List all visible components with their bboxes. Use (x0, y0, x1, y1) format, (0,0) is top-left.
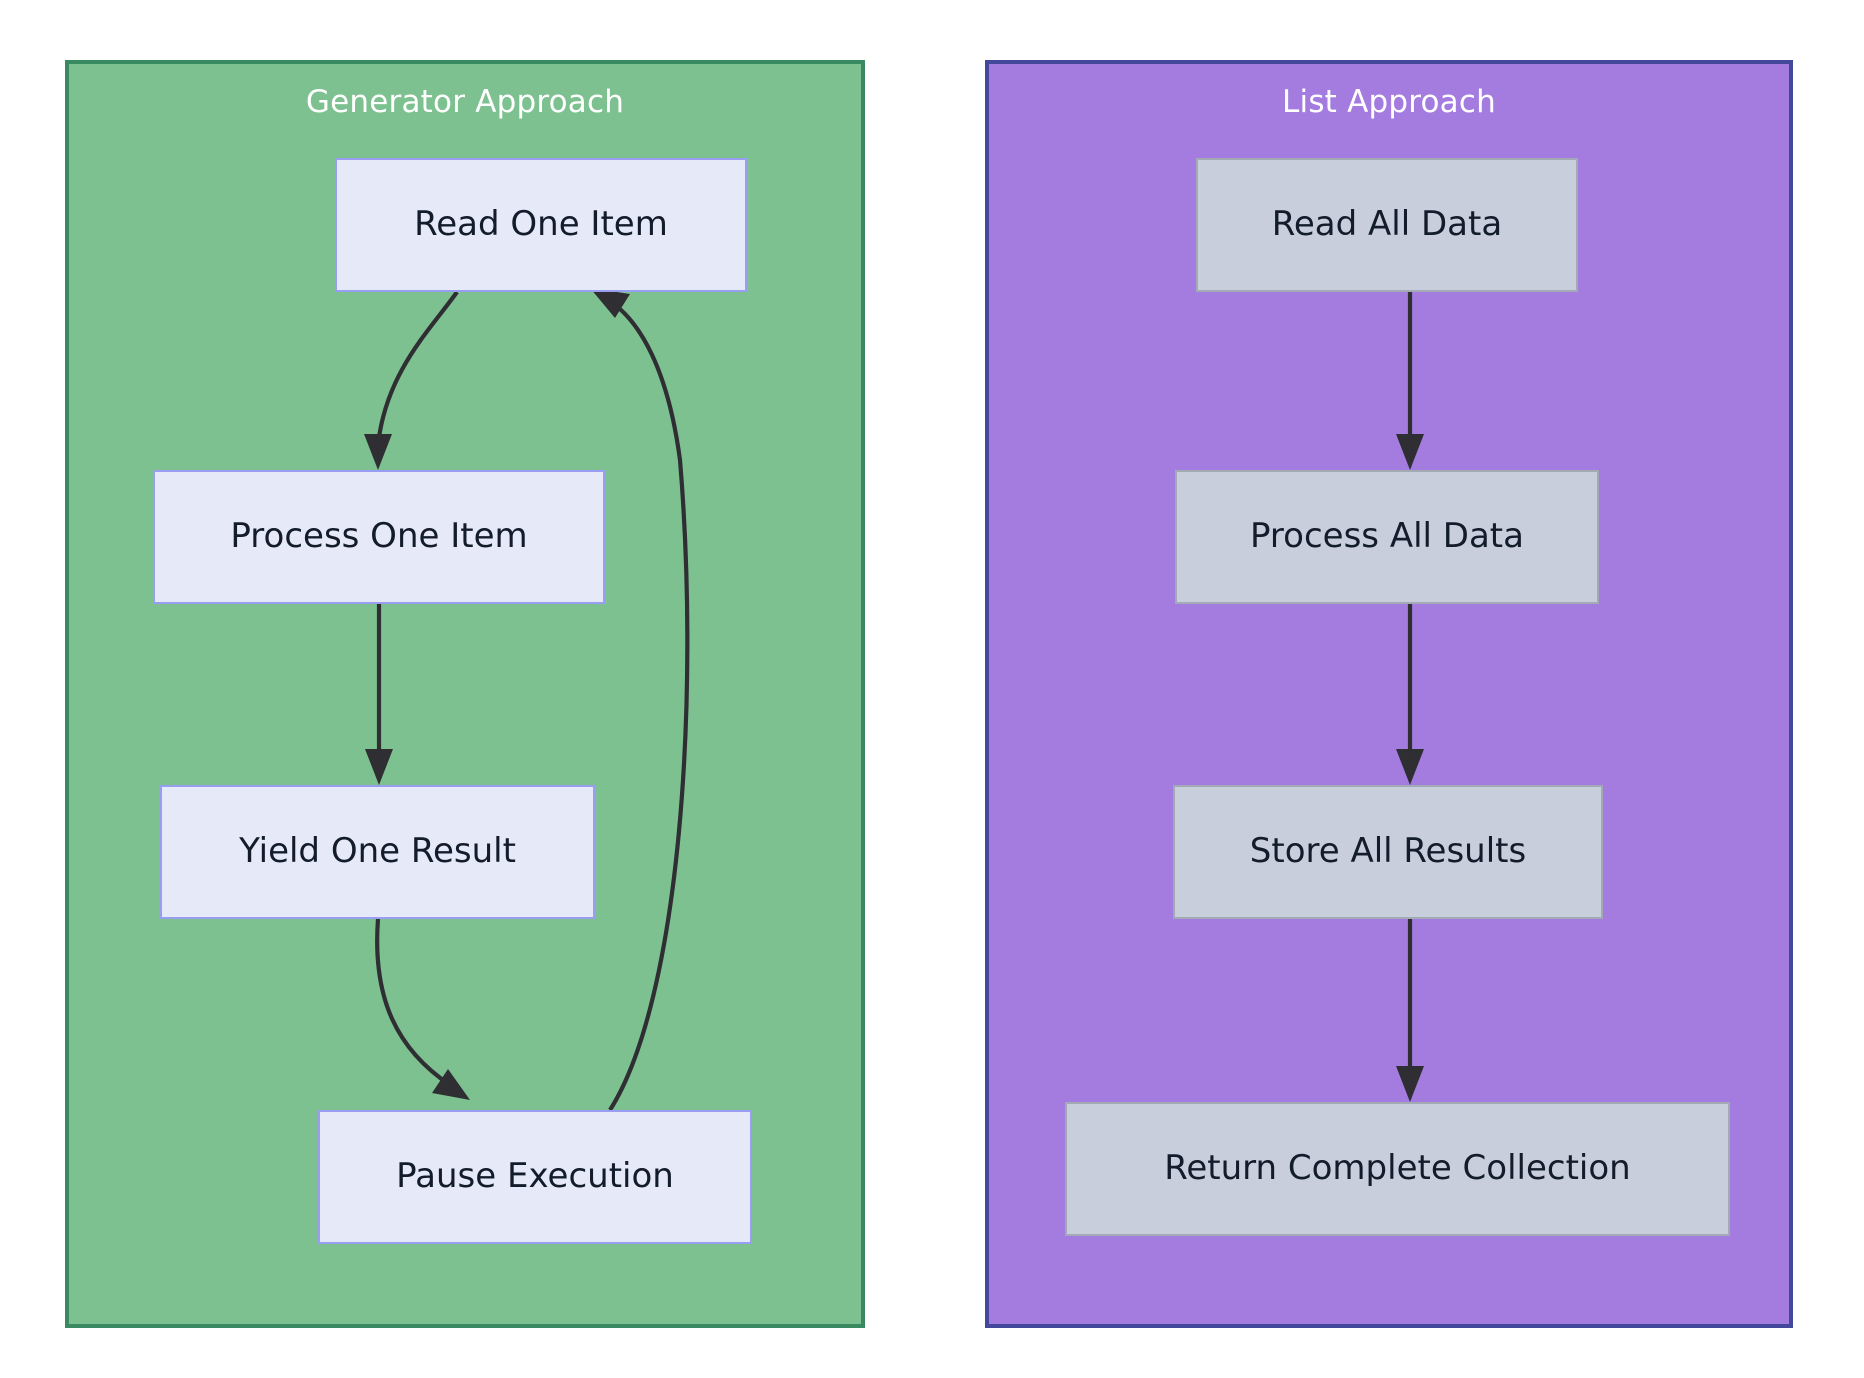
node-process-all-data[interactable]: Process All Data (1175, 470, 1599, 604)
node-yield-one-result[interactable]: Yield One Result (160, 785, 595, 919)
node-pause-execution[interactable]: Pause Execution (318, 1110, 752, 1244)
node-label: Process All Data (1250, 516, 1524, 557)
node-label: Return Complete Collection (1164, 1148, 1631, 1189)
node-label: Read One Item (414, 204, 668, 245)
node-label: Yield One Result (239, 831, 516, 872)
node-label: Pause Execution (396, 1156, 674, 1197)
node-label: Store All Results (1249, 831, 1527, 872)
node-process-one-item[interactable]: Process One Item (153, 470, 605, 604)
node-label: Read All Data (1271, 204, 1503, 245)
node-return-complete-collection[interactable]: Return Complete Collection (1065, 1102, 1730, 1236)
subgraph-title-generator-approach: Generator Approach (305, 84, 625, 120)
subgraph-title-list-approach: List Approach (1282, 84, 1496, 120)
node-store-all-results[interactable]: Store All Results (1173, 785, 1603, 919)
node-read-one-item[interactable]: Read One Item (335, 158, 747, 292)
node-label: Process One Item (230, 516, 528, 557)
node-read-all-data[interactable]: Read All Data (1196, 158, 1578, 292)
